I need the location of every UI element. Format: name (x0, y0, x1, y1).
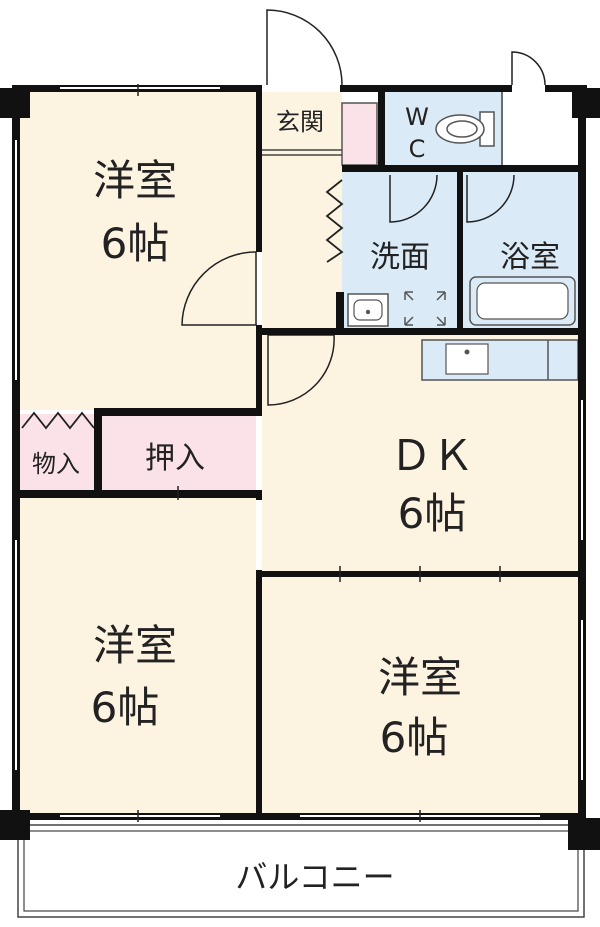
western-room-bottom-right-size: 6帖 (380, 713, 449, 762)
entrance-door (266, 9, 343, 86)
bathroom-door (466, 174, 515, 223)
wc-label-line1: W (405, 103, 429, 131)
washroom-folding-door (325, 179, 344, 263)
door-swings (181, 9, 546, 406)
dk-name: ＤＫ (390, 431, 474, 480)
storage-folding-door (21, 411, 95, 430)
closet-floor (100, 414, 256, 492)
western-room-top-left-size: 6帖 (101, 219, 170, 268)
storage-floor (20, 414, 94, 492)
room-labels: 洋室 6帖 洋室 6帖 洋室 6帖 ＤＫ 6帖 玄関 W C 洗面 浴室 物入 … (32, 103, 560, 896)
entrance-floor (262, 92, 342, 150)
kitchen-counter (421, 339, 579, 381)
washroom-label: 洗面 (370, 240, 430, 275)
western-room-bottom-left-name: 洋室 (93, 621, 177, 670)
wash-basin (347, 293, 389, 327)
shoe-cabinet (341, 102, 378, 166)
western-room-door (181, 251, 257, 326)
sliding-door-ticks (137, 84, 501, 822)
dk-size: 6帖 (398, 489, 467, 538)
utility-door (511, 51, 546, 86)
western-room-bottom-right-name: 洋室 (378, 653, 462, 702)
western-room-bottom-right-floor (262, 577, 580, 815)
western-room-top-left-floor (20, 92, 256, 410)
western-room-bottom-left-size: 6帖 (91, 683, 160, 732)
toilet (435, 111, 495, 147)
balcony (17, 824, 585, 918)
hallway-floor (262, 150, 342, 335)
balcony-label: バルコニー (235, 858, 394, 896)
kitchen-sink (445, 343, 489, 375)
entrance-label: 玄関 (276, 108, 324, 136)
washing-machine-pan (404, 291, 446, 326)
storage-label: 物入 (32, 450, 80, 478)
folding-doors (21, 179, 344, 430)
bathtub (469, 276, 576, 326)
dk-door (267, 334, 335, 406)
bathroom-label: 浴室 (500, 240, 560, 275)
western-room-top-left-name: 洋室 (93, 156, 177, 205)
western-room-bottom-left-floor (20, 497, 256, 815)
washroom-door (389, 174, 438, 223)
wc-label-line2: C (409, 135, 426, 163)
closet-label: 押入 (145, 441, 205, 476)
